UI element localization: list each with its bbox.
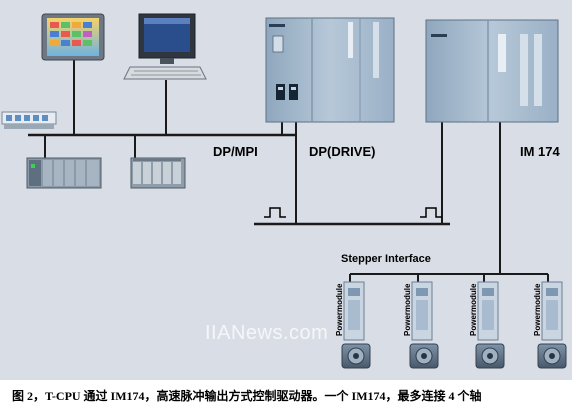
network-diagram: Powermodule Powermodule Powermodule Powe… <box>1 13 567 369</box>
powermodule-label: Powermodule <box>533 283 542 336</box>
bus-connector-icon <box>1 111 57 129</box>
powermodule-label: Powermodule <box>469 283 478 336</box>
stepper-motor-icon <box>475 343 505 369</box>
dp-drive-label: DP(DRIVE) <box>309 144 376 159</box>
pc-monitor-icon <box>138 13 196 64</box>
powermodule-label: Powermodule <box>335 283 344 336</box>
powermodule-drive-icon: Powermodule <box>335 281 365 341</box>
powermodule-drive-icon: Powermodule <box>469 281 499 341</box>
powermodule-drive-icon: Powermodule <box>403 281 433 341</box>
figure-caption: 图 2，T-CPU 通过 IM174，高速脉冲输出方式控制驱动器。一个 IM17… <box>12 389 482 403</box>
stepper-motor-icon <box>537 343 567 369</box>
io-module-icon <box>130 157 186 189</box>
keyboard-icon <box>123 66 207 80</box>
im174-module-icon <box>425 19 559 123</box>
t-cpu-icon <box>265 17 395 123</box>
stepper-motor-icon <box>341 343 371 369</box>
bus-lines <box>28 60 549 282</box>
stepper-motor-icon <box>409 343 439 369</box>
powermodule-label: Powermodule <box>403 283 412 336</box>
hmi-panel-icon <box>41 13 105 61</box>
stepper-interface-label: Stepper Interface <box>341 253 431 265</box>
dp-mpi-label: DP/MPI <box>213 144 258 159</box>
im174-label: IM 174 <box>520 144 560 159</box>
watermark: IIANews.com <box>205 322 329 344</box>
pulse-symbol-icon <box>420 207 442 218</box>
pulse-symbol-icon <box>264 207 286 218</box>
plc-rack-icon <box>26 157 102 189</box>
powermodule-drive-icon: Powermodule <box>533 281 563 341</box>
